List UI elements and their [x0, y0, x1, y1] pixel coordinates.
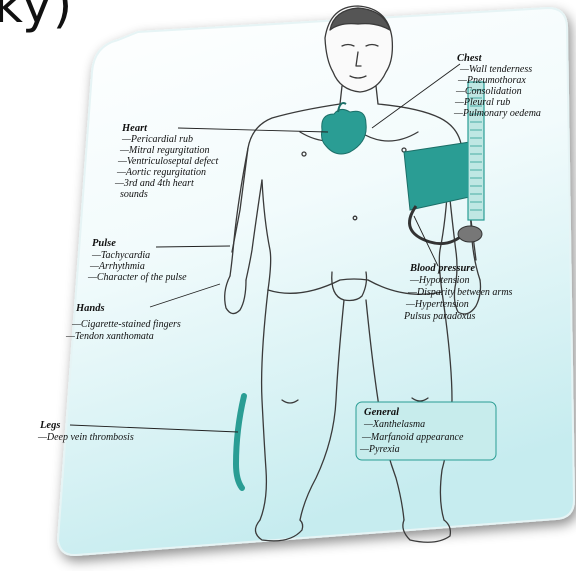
- pulse-heading: Pulse: [92, 238, 116, 249]
- chest-heading: Chest: [457, 53, 483, 64]
- pulse-item: —Character of the pulse: [87, 272, 187, 283]
- chest-item: —Pneumothorax: [457, 75, 526, 86]
- heart-heading: Heart: [121, 123, 148, 134]
- general-item: —Pyrexia: [359, 444, 400, 455]
- hands-item: —Cigarette-stained fingers: [71, 319, 181, 330]
- chest-item: —Pleural rub: [454, 97, 510, 108]
- bp-item: Pulsus paradoxus: [403, 311, 476, 322]
- heart-item: sounds: [120, 189, 148, 200]
- legs-item: —Deep vein thrombosis: [37, 432, 134, 443]
- hands-item: —Tendon xanthomata: [65, 331, 154, 342]
- general-heading: General: [364, 407, 399, 418]
- chest-item: —Wall tenderness: [459, 64, 532, 75]
- heart-item: —Ventriculoseptal defect: [117, 156, 218, 167]
- general-item: —Xanthelasma: [363, 419, 425, 430]
- bp-item: —Hypertension: [405, 299, 469, 310]
- heart-item: —Aortic regurgitation: [116, 167, 206, 178]
- hands-heading: Hands: [75, 303, 105, 314]
- chest-item: —Pulmonary oedema: [453, 108, 541, 119]
- heart-item: —Mitral regurgitation: [119, 145, 210, 156]
- heart-item: —Pericardial rub: [121, 134, 193, 145]
- bp-item: —Hypotension: [409, 275, 469, 286]
- heart-item: —3rd and 4th heart: [114, 178, 194, 189]
- bp-heading: Blood pressure: [409, 263, 475, 274]
- bp-item: —Disparity between arms: [407, 287, 513, 298]
- chest-item: —Consolidation: [455, 86, 522, 97]
- pulse-item: —Tachycardia: [91, 250, 150, 261]
- legs-heading: Legs: [39, 420, 60, 431]
- pulse-item: —Arrhythmia: [89, 261, 145, 272]
- general-item: —Marfanoid appearance: [361, 432, 464, 443]
